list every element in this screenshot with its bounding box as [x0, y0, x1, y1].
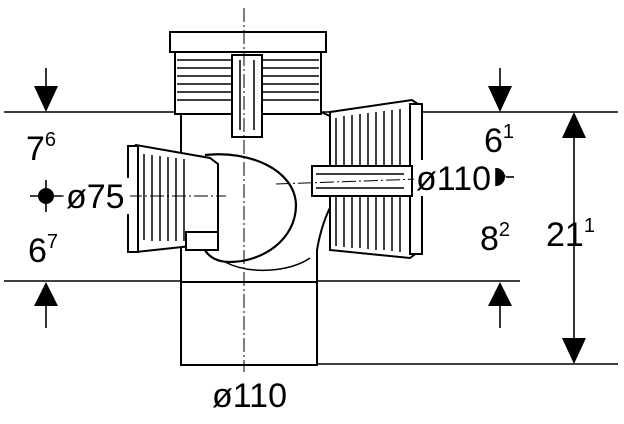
dimension-arrows: [34, 68, 586, 364]
upper-socket-ribs: [177, 59, 319, 101]
dim-right-top: 61: [484, 121, 514, 160]
diameter-left-branch: ø75: [66, 178, 125, 216]
diameter-right-branch: ø110: [416, 160, 491, 198]
right-side-socket: [311, 98, 423, 260]
left-side-socket: [127, 143, 219, 254]
dim-left-top: 76: [26, 129, 56, 168]
main-pipe-body: [169, 31, 335, 366]
dim-right-bottom: 82: [480, 219, 510, 258]
dim-overall-height: 211: [546, 215, 595, 254]
diameter-main-bottom: ø110: [212, 377, 287, 415]
dim-left-bottom: 67: [28, 231, 58, 270]
axis-markers: [30, 168, 514, 212]
